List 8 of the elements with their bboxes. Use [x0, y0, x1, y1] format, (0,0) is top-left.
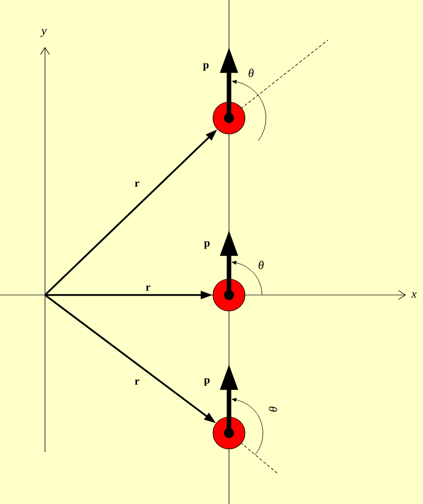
axis-label: y [40, 28, 47, 38]
particle [212, 102, 246, 134]
axis-label: x [411, 292, 417, 298]
axis-label: θ [258, 260, 264, 270]
axis-label: θ [268, 406, 278, 412]
particle [212, 278, 246, 312]
axis-label: θ [248, 68, 254, 78]
particle [212, 416, 246, 450]
